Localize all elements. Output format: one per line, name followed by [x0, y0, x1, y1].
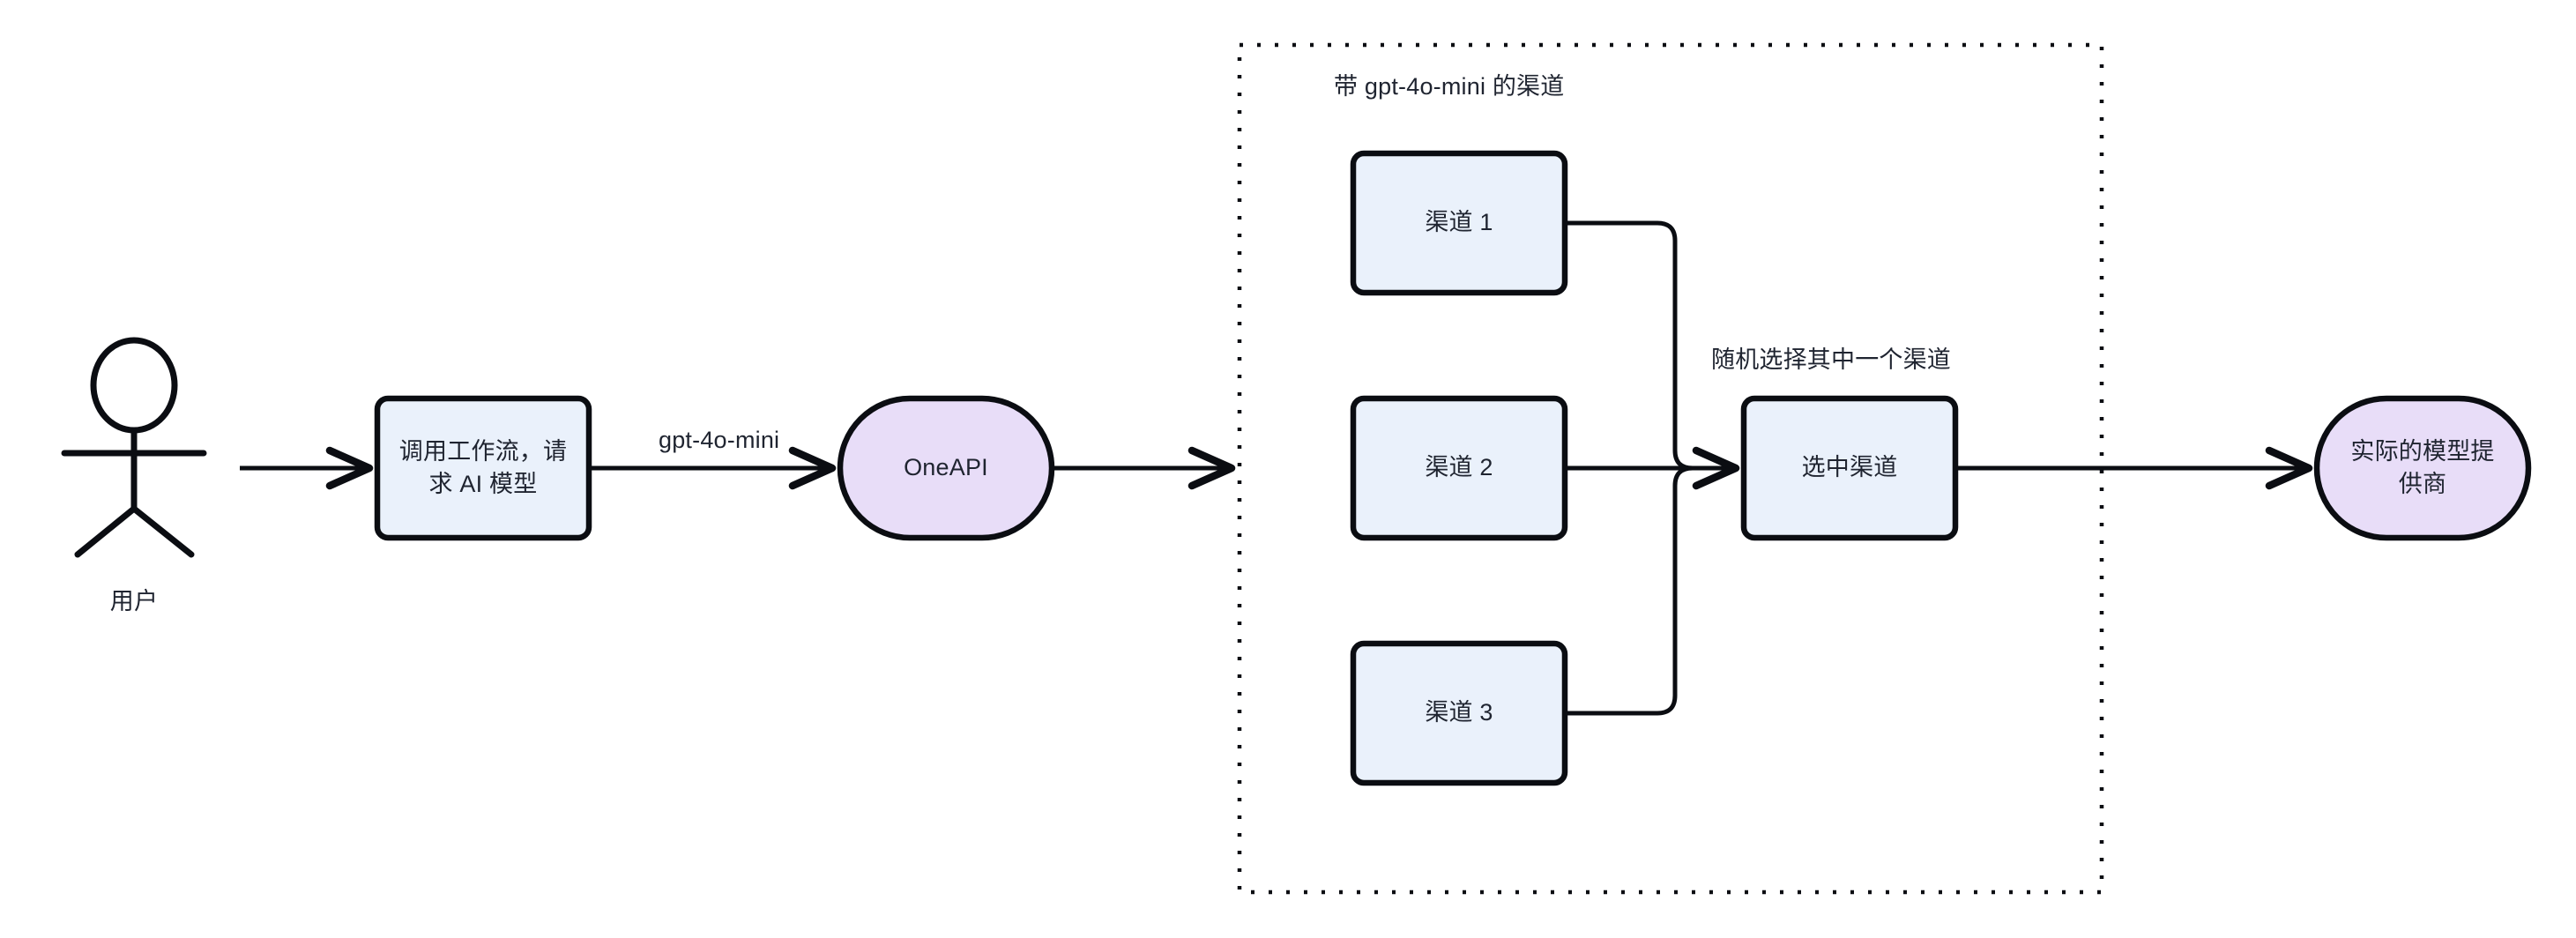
edge-label-gpt-4o-mini: gpt-4o-mini: [659, 427, 780, 453]
channels-group-title: 带 gpt-4o-mini 的渠道: [1334, 73, 1565, 100]
edge-channel-1-to-selected: [1565, 220, 1710, 471]
channel-3-node-shape[interactable]: [1350, 640, 1568, 786]
edge-channel-3-to-selected: [1565, 465, 1710, 716]
user-actor-figure: [61, 337, 207, 558]
workflow-node-shape[interactable]: [374, 395, 592, 541]
selected-channel-node-shape[interactable]: [1740, 395, 1959, 541]
oneapi-node-shape[interactable]: [837, 395, 1055, 541]
random-pick-annotation: 随机选择其中一个渠道: [1711, 346, 1951, 373]
user-actor-caption: 用户: [109, 588, 159, 614]
channel-1-node-shape[interactable]: [1350, 150, 1568, 296]
channel-2-node-shape[interactable]: [1350, 395, 1568, 541]
provider-node-shape[interactable]: [2313, 395, 2532, 541]
